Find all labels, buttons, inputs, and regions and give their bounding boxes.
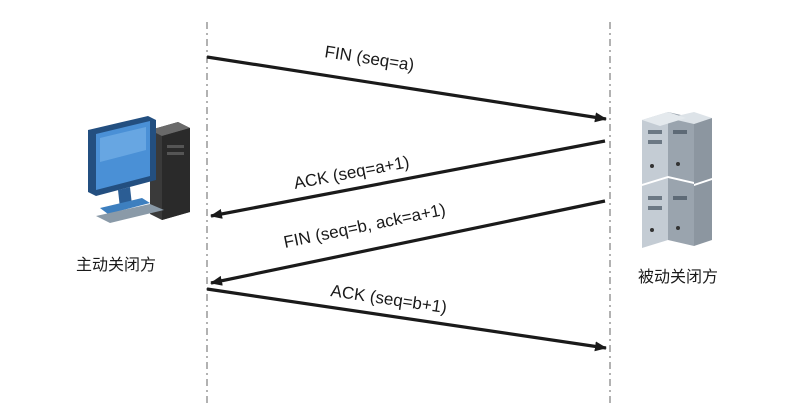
desktop-computer-icon bbox=[88, 116, 190, 223]
ack-b1-label: ACK (seq=b+1) bbox=[329, 281, 448, 317]
active-closer-label: 主动关闭方 bbox=[76, 255, 157, 274]
fin-a-arrow bbox=[206, 55, 607, 123]
passive-closer-label: 被动关闭方 bbox=[638, 267, 719, 286]
ack-a1-arrow bbox=[210, 139, 606, 219]
server-rack-icon bbox=[642, 112, 712, 248]
ack-a1-label: ACK (seq=a+1) bbox=[292, 152, 411, 193]
ack-b1-arrow bbox=[206, 287, 607, 352]
fin-b-label: FIN (seq=b, ack=a+1) bbox=[282, 200, 447, 252]
fin-b-arrow bbox=[210, 199, 606, 286]
fin-a-label: FIN (seq=a) bbox=[323, 42, 415, 75]
